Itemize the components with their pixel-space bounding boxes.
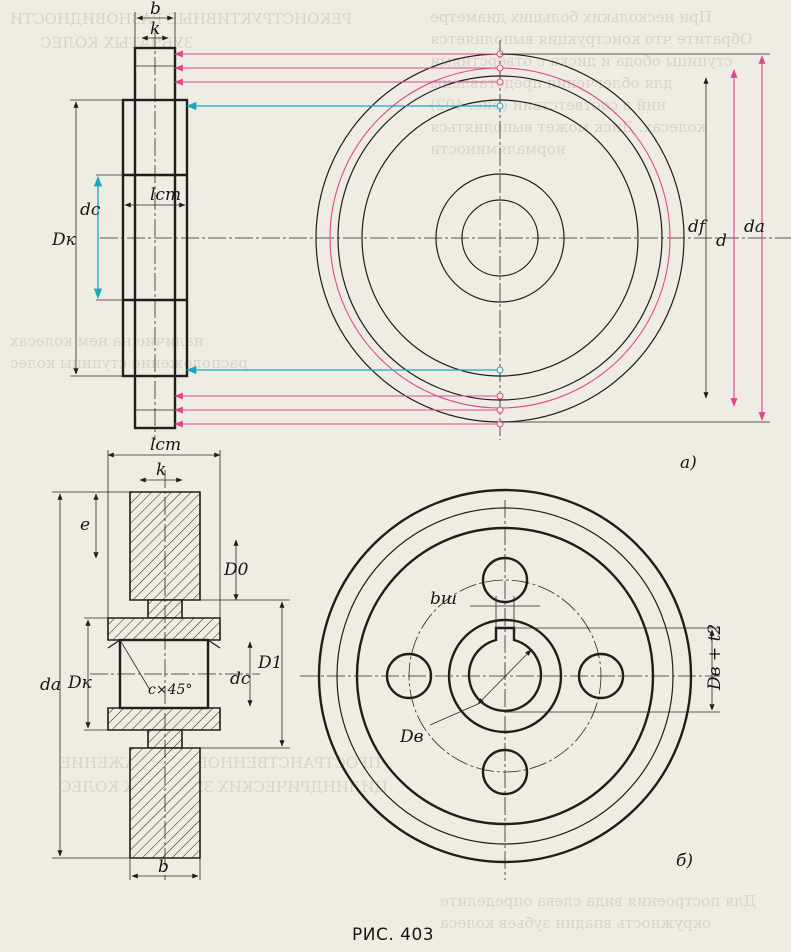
label-chamfer: c×45° xyxy=(148,682,192,698)
chamfer-line xyxy=(207,639,221,649)
label-dk: Dк xyxy=(51,230,77,250)
keyed-bore xyxy=(467,626,543,713)
label-da2: da xyxy=(40,675,61,695)
bore-circle xyxy=(461,199,539,277)
projection-point xyxy=(496,406,504,414)
label-df: df xyxy=(688,217,708,237)
label-db-t2: Dв + t2 xyxy=(705,624,725,691)
label-b2: b xyxy=(158,857,169,877)
hub-bottom-hatch xyxy=(107,707,221,731)
leader-line xyxy=(429,703,479,726)
label-dc2: dс xyxy=(230,669,251,689)
label-dc: dс xyxy=(80,200,101,220)
label-d: d xyxy=(716,231,727,251)
view-a-section: b k lст Dк dс xyxy=(51,0,791,440)
label-e: e xyxy=(80,515,90,535)
projection-point xyxy=(496,366,504,374)
label-bsh: bш xyxy=(430,589,457,609)
projection-point xyxy=(496,102,504,110)
label-k: k xyxy=(150,19,160,39)
label-dk2: Dк xyxy=(67,673,93,693)
label-b: b xyxy=(150,0,161,19)
view-b-section: lст k e D0 D1 dс Dк xyxy=(40,435,290,880)
projection-point xyxy=(496,420,504,428)
view-a-front: df d da а) xyxy=(174,40,770,473)
label-d0: D0 xyxy=(223,560,249,580)
projection-point xyxy=(496,78,504,86)
projection-point xyxy=(496,392,504,400)
label-view-b: б) xyxy=(676,851,693,871)
label-db: Dв xyxy=(399,727,424,747)
view-b-front: bш Dв Dв + t2 б) xyxy=(300,488,725,880)
label-d1: D1 xyxy=(257,653,282,673)
label-lcm: lст xyxy=(150,185,181,205)
hub-circle xyxy=(435,173,565,303)
label-k2: k xyxy=(156,460,166,480)
leader-line xyxy=(119,639,151,691)
chamfer-line xyxy=(107,639,121,649)
projection-point xyxy=(496,64,504,72)
figure-caption: РИС. 403 xyxy=(352,925,434,945)
label-view-a: а) xyxy=(680,453,697,473)
dim-db xyxy=(477,649,532,705)
hub-top-hatch xyxy=(107,617,221,641)
label-lcm2: lст xyxy=(150,435,181,455)
label-da: da xyxy=(744,217,765,237)
